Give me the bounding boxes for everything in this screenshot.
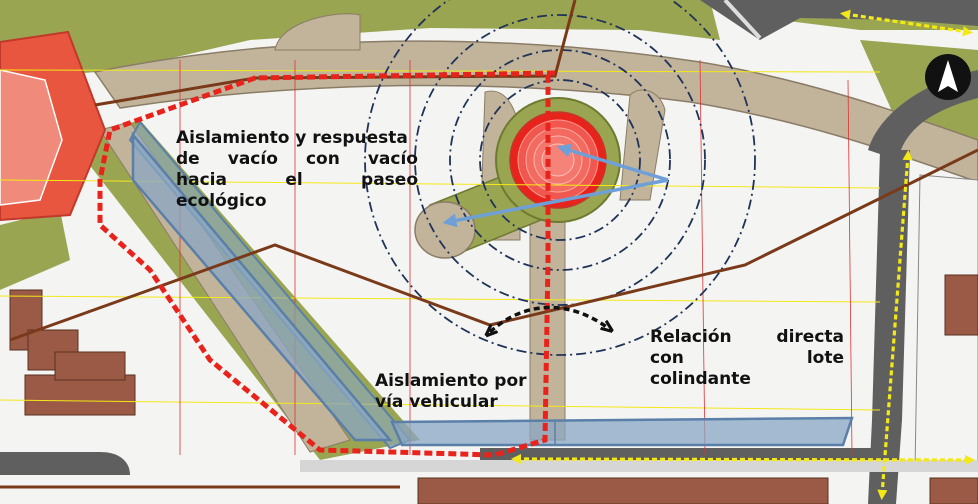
word: vacío	[367, 149, 418, 169]
label-direct-relation-line3: colindante	[650, 369, 751, 389]
building-bottom-right	[929, 477, 978, 504]
word: el	[285, 170, 303, 190]
building-right-edge	[944, 274, 978, 336]
sightline-arrows	[442, 143, 669, 228]
hexagon-plaza-inner	[0, 69, 63, 206]
label-isolation-road: Aislamiento por vía vehicular	[375, 371, 535, 413]
word: lote	[806, 348, 844, 368]
building-bottom	[417, 477, 829, 504]
label-isolation-void-line2: de vacío con vacío	[176, 149, 418, 170]
road-lower-left	[0, 452, 130, 475]
isolation-band-diagonal-main	[131, 131, 393, 442]
label-direct-relation-line2: con lote	[650, 348, 844, 369]
green-zone-top	[0, 0, 720, 80]
top-semicircle-plaza	[274, 13, 361, 51]
word: con	[650, 348, 684, 368]
label-direct-relation: Relación directa con lote colindante	[650, 327, 844, 390]
green-zone-left-lower	[0, 210, 70, 290]
label-isolation-road-line2: vía vehicular	[375, 392, 498, 412]
center-right-path	[619, 89, 666, 201]
circulation-arrows	[510, 9, 976, 501]
word: con	[305, 149, 340, 169]
label-isolation-void: Aislamiento y respuesta de vacío con vac…	[176, 128, 418, 212]
label-isolation-void-line1: Aislamiento y respuesta	[176, 128, 408, 148]
north-arrow-icon	[925, 54, 971, 100]
isolation-band-horizontal	[390, 416, 854, 447]
sidewalk-bottom	[300, 460, 978, 472]
word: hacia	[176, 170, 227, 190]
road-top-edge	[723, 0, 762, 40]
word: directa	[776, 327, 844, 347]
building-left-3	[24, 374, 136, 416]
label-isolation-road-line1: Aislamiento por	[375, 371, 527, 391]
relation-arrow	[490, 305, 608, 332]
building-left-4	[54, 351, 126, 381]
word: de	[176, 149, 200, 169]
word: paseo	[361, 170, 418, 190]
label-direct-relation-line1: Relación directa	[650, 327, 844, 348]
word: Relación	[650, 327, 732, 347]
grid-lines-red	[179, 59, 853, 456]
label-isolation-void-line4: ecológico	[176, 191, 267, 211]
word: vacío	[227, 149, 278, 169]
influence-rings	[364, 0, 756, 356]
label-isolation-void-line3: hacia el paseo	[176, 170, 418, 191]
compass-needle	[938, 60, 958, 92]
